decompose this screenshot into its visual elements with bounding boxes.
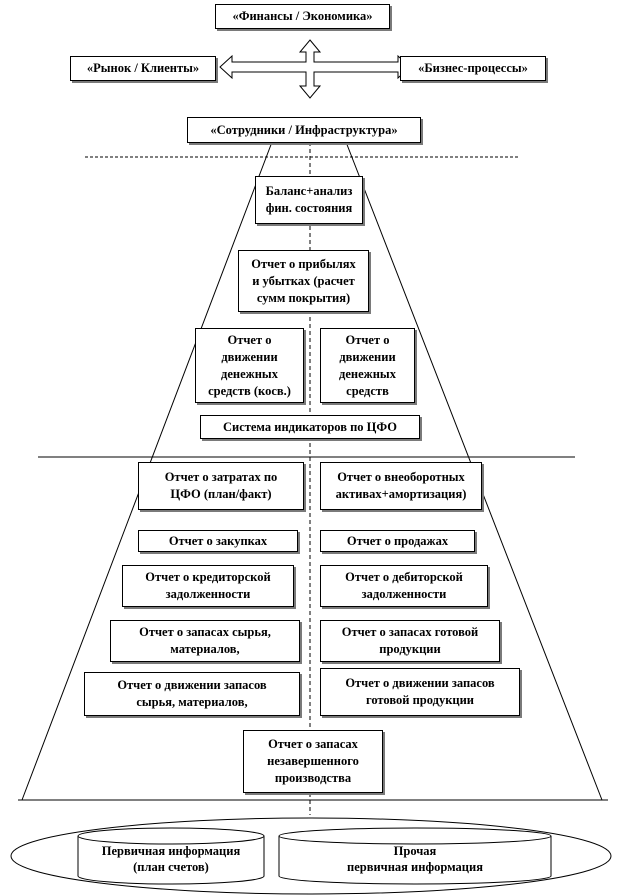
cylinder-primary [77,827,265,885]
finished-stock-report-box: Отчет о запасах готовой продукции [320,620,500,662]
fixed-assets-report-box: Отчет о внеоборотных активах+амортизация… [320,462,482,510]
finished-movement-report-box: Отчет о движении запасов готовой продукц… [320,668,520,716]
sales-report-box: Отчет о продажах [320,530,475,552]
raw-movement-report-box: Отчет о движении запасов сырья, материал… [84,672,300,716]
costs-report-box: Отчет о затратах по ЦФО (план/факт) [138,462,304,510]
wip-report-box: Отчет о запасах незавершенного производс… [243,730,383,793]
purchases-report-box: Отчет о закупках [138,530,298,552]
receivables-report-box: Отчет о дебиторской задолженности [320,565,488,607]
cash-flow-indirect-box: Отчет о движении денежных средств (косв.… [195,328,304,403]
raw-stock-report-box: Отчет о запасах сырья, материалов, [110,620,300,662]
other-primary-info-label: Прочая первичная информация [347,844,483,874]
payables-report-box: Отчет о кредиторской задолженности [122,565,294,607]
balance-box: Баланс+анализ фин. состояния [255,176,363,224]
market-clients-box: «Рынок / Клиенты» [70,56,216,81]
cash-flow-direct-box: Отчет о движении денежных средств [320,328,415,403]
indicators-box: Система индикаторов по ЦФО [200,415,420,439]
cross-arrows [219,39,411,99]
cylinder-other [278,827,552,885]
finance-economy-box: «Финансы / Экономика» [215,4,390,29]
staff-infrastructure-box: «Сотрудники / Инфраструктура» [187,117,421,143]
profit-loss-box: Отчет о прибылях и убытках (расчет сумм … [238,250,369,312]
primary-info-label: Первичная информация (план счетов) [101,844,241,874]
business-process-box: «Бизнес-процессы» [400,56,546,81]
